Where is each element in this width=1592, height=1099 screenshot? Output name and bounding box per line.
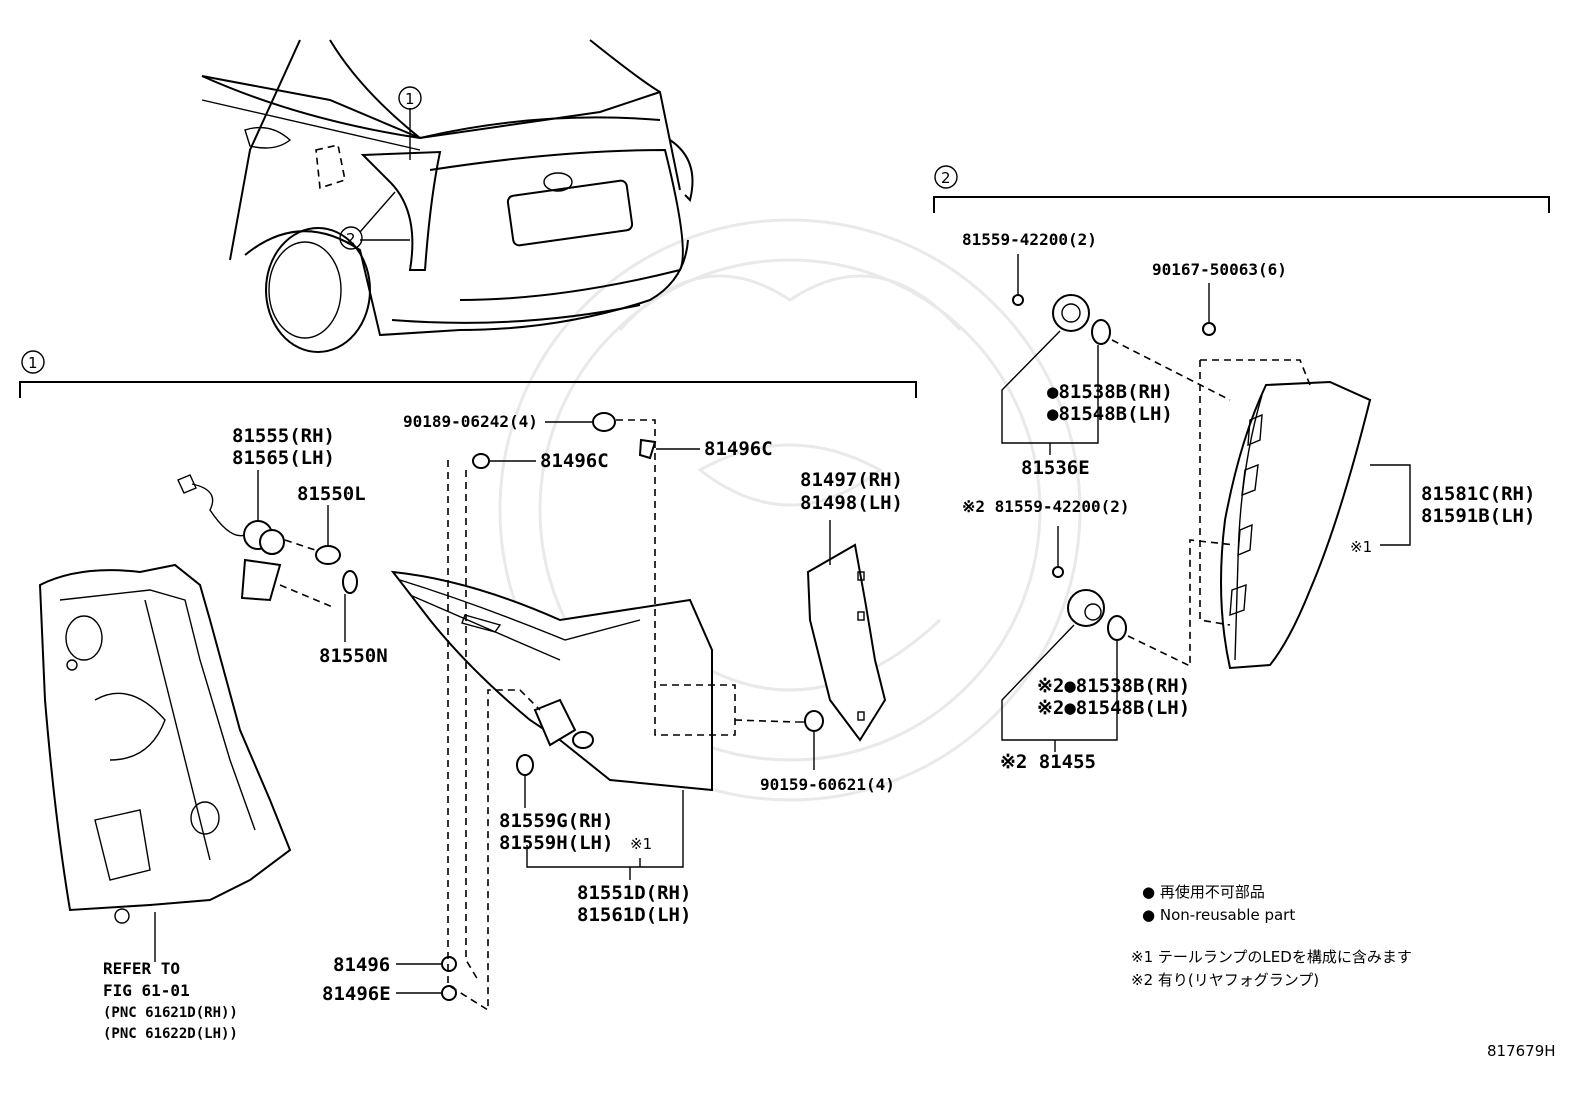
bulb-81550l [315,505,341,565]
part-labels: 81555(RH) 81565(LH) 81550L 81550N 90189-… [103,230,1535,1042]
label-refer-pnc-rh: (PNC 61621D(RH)) [103,1005,238,1021]
legend: ● 再使用不可部品 ● Non-reusable part ※1 テールランプの… [1131,883,1556,1060]
clip-81496c-left [472,453,536,469]
watermark-emblem [498,218,1082,802]
rear-lamp-assembly-81551d [390,570,713,808]
note-1: ※1 テールランプのLEDを構成に含みます [1131,948,1412,966]
svg-text:2: 2 [346,230,356,248]
label-81591b-lh: 81591B(LH) [1421,505,1535,527]
clip-90189 [545,412,616,432]
label-81551d-rh: 81551D(RH) [577,882,691,904]
clip-81496 [396,956,457,972]
note-2: ※2 有り(リヤフォグランプ) [1131,971,1319,989]
body-quarter-panel [38,563,292,962]
label-81559h-lh: 81559H(LH) [499,832,613,854]
label-81559g-rh: 81559G(RH) [499,810,613,832]
label-81581c-rh: 81581C(RH) [1421,483,1535,505]
group-1-bracket: 1 [19,350,917,398]
label-refer-pnc-lh: (PNC 61622D(LH)) [103,1026,238,1042]
label-refer-fig: FIG 61-01 [103,981,190,1000]
rear-lamp-assembly-81581c [1220,380,1411,670]
label-90189: 90189-06242(4) [403,412,538,431]
label-81496e: 81496E [322,983,391,1005]
svg-text:1: 1 [28,354,38,372]
label-81559-42200-bottom: ※2 81559-42200(2) [962,497,1130,516]
label-81497-rh: 81497(RH) [800,469,903,491]
label-mark1-a: ※1 [630,835,652,853]
label-81538b-rh-top: ●81538B(RH) [1047,381,1173,403]
legend-non-reusable-en: ● Non-reusable part [1142,906,1295,924]
callout-2-top: 2 [339,226,363,250]
screw-90159 [795,710,824,770]
label-81565-lh: 81565(LH) [232,447,335,469]
label-81550n: 81550N [319,645,388,667]
socket-81455 [1001,526,1236,752]
bulb-81550n [342,570,358,642]
label-81555-rh: 81555(RH) [232,425,335,447]
label-81548b-lh-bottom: ※2●81548B(LH) [1037,697,1190,719]
label-81550l: 81550L [297,483,366,505]
assembly-guides-1 [447,419,796,1012]
clip-81496c-right [638,438,700,460]
label-90159: 90159-60621(4) [760,775,895,794]
label-81496c-right: 81496C [704,438,773,460]
screw-90167 [1199,283,1311,626]
svg-text:1: 1 [405,90,415,108]
car-rear-overview [201,39,694,353]
label-90167: 90167-50063(6) [1152,260,1287,279]
label-mark1-b: ※1 [1350,538,1372,556]
label-81561d-lh: 81561D(LH) [577,904,691,926]
label-refer-to: REFER TO [103,959,180,978]
label-81559-42200-top: 81559-42200(2) [962,230,1097,249]
socket-wire-assembly [177,470,336,609]
group-2-bracket: 2 [933,165,1550,213]
svg-text:2: 2 [941,169,951,187]
figure-id: 817679H [1487,1042,1556,1060]
label-81496: 81496 [333,954,390,976]
label-81498-lh: 81498(LH) [800,492,903,514]
label-81548b-lh-top: ●81548B(LH) [1047,403,1173,425]
label-81455: ※2 81455 [1000,751,1096,773]
label-81496c-left: 81496C [540,450,609,472]
leaders-group-1 [526,790,684,880]
clip-81496e [396,985,457,1001]
legend-non-reusable-jp: ● 再使用不可部品 [1142,883,1265,901]
label-81536e: 81536E [1021,457,1090,479]
garnish-81497 [806,520,887,742]
callout-1-top: 1 [398,86,422,110]
label-81538b-rh-bottom: ※2●81538B(RH) [1037,675,1190,697]
socket-81536e [1001,254,1231,455]
